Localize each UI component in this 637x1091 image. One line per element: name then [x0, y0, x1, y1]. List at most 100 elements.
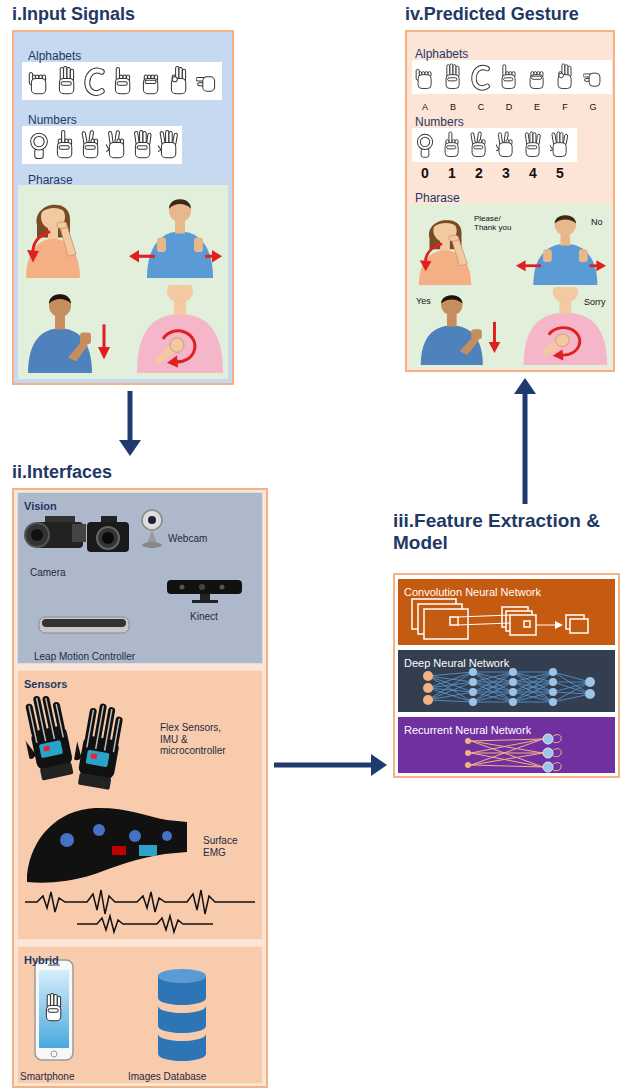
illustration-part: [423, 671, 433, 705]
illustration-part: [25, 523, 49, 547]
text-holder: Smartphone: [20, 1066, 74, 1084]
illustration-part: [450, 617, 458, 625]
panel-heading: iii.Feature Extraction & Model: [393, 510, 608, 554]
text-holder: Convolution Neural Network: [404, 582, 541, 600]
illustration-part: [25, 890, 255, 914]
letter-label: C: [478, 102, 485, 112]
illustration-part: [46, 994, 60, 1021]
illustration-part: [42, 619, 126, 627]
text-holder: Numbers: [415, 112, 464, 130]
text-holder: A: [422, 96, 428, 114]
number-label: 5: [556, 165, 564, 181]
letter-label: E: [534, 102, 540, 112]
text-holder: Sorry: [584, 291, 606, 309]
illustration-part: [492, 132, 513, 157]
illustration-part: [412, 128, 577, 162]
text-holder: i.Input Signals: [12, 4, 135, 25]
illustration-part: [465, 738, 471, 744]
illustration-part: [148, 516, 156, 524]
illustration-part: [102, 532, 114, 544]
phrase-label: No: [591, 217, 603, 227]
text-holder: 0: [421, 164, 429, 182]
illustration-part: [471, 132, 485, 157]
text-holder: Pharase: [415, 188, 460, 206]
illustration-part: [129, 830, 141, 842]
illustration-part: [57, 131, 71, 158]
illustration-part: [421, 295, 501, 365]
illustration-part: [585, 689, 595, 699]
illustration-part: [469, 688, 477, 696]
number-label: 1: [448, 165, 456, 181]
text-holder: Please/ Thank you: [474, 214, 514, 232]
illustration-part: [142, 542, 162, 548]
text-holder: Leap Motion Controller: [34, 646, 135, 664]
phrase-label: Yes: [416, 296, 431, 306]
illustration-part: [59, 67, 73, 94]
text-holder: iv.Predicted Gesture: [405, 4, 579, 25]
illustration-part: [474, 68, 487, 88]
illustration-part: [158, 969, 206, 983]
illustration-part: [45, 516, 75, 522]
text-holder: 5: [556, 164, 564, 182]
illustration-part: [543, 734, 553, 744]
text-holder: B: [450, 96, 456, 114]
flow-arrow: [514, 378, 536, 504]
group-heading: Hybrid: [24, 954, 59, 967]
text-holder: Flex Sensors, IMU & microcontroller: [160, 722, 240, 757]
illustration-part: [60, 699, 126, 791]
illustration-part: [543, 734, 553, 772]
number-label: 4: [529, 165, 537, 181]
illustration-part: [171, 67, 185, 94]
model-band: Recurrent Neural Network: [398, 717, 615, 773]
illustration-part: [419, 220, 471, 285]
arrow-head: [371, 754, 387, 776]
text-holder: Sensors: [24, 674, 67, 692]
text-holder: 1: [448, 164, 456, 182]
text-holder: No: [591, 211, 603, 229]
text-holder: 2: [475, 164, 483, 182]
text-holder: Numbers: [28, 110, 77, 128]
flow-arrow: [119, 391, 141, 456]
illustration-part: [101, 131, 124, 158]
text-holder: Recurrent Neural Network: [404, 720, 531, 738]
illustration-part: [423, 695, 433, 705]
illustration-part: [180, 585, 185, 590]
text-holder: iii.Feature Extraction & Model: [393, 510, 608, 554]
illustration-part: [28, 294, 110, 373]
illustration-part: [428, 672, 590, 702]
text-holder: E: [534, 96, 540, 114]
illustration-part: [192, 600, 218, 603]
number-label: 3: [502, 165, 510, 181]
illustration-part: [22, 62, 222, 100]
section-label: Alphabets: [415, 48, 468, 62]
illustration-part: [199, 584, 205, 590]
device-label: Flex Sensors, IMU & microcontroller: [160, 722, 240, 757]
illustration-part: [555, 621, 563, 629]
section-label: Pharase: [28, 174, 73, 188]
illustration-part: [410, 204, 612, 368]
letter-label: G: [589, 102, 596, 112]
illustration-part: [97, 527, 119, 549]
illustration-part: [469, 678, 477, 686]
panel-heading: iv.Predicted Gesture: [405, 4, 579, 25]
illustration-part: [553, 735, 561, 771]
illustration-part: [22, 126, 182, 164]
text-holder: C: [478, 96, 485, 114]
illustration-part: [549, 698, 557, 706]
illustration-part: [142, 510, 162, 530]
illustration-part: [158, 1006, 206, 1033]
text-holder: Vision: [24, 496, 57, 514]
illustration-part: [423, 671, 433, 681]
illustration-part: [510, 615, 536, 635]
illustration-part: [35, 960, 73, 1060]
illustration-part: [412, 599, 588, 639]
illustration-part: [502, 65, 515, 89]
panel-box: i.Input SignalsAlphabetsNumbersPharase: [12, 4, 234, 385]
illustration-part: [137, 280, 223, 373]
number-label: 2: [475, 165, 483, 181]
flow-arrow: [274, 754, 387, 776]
illustration-part: [509, 688, 517, 696]
model-band: Convolution Neural Network: [398, 579, 615, 645]
